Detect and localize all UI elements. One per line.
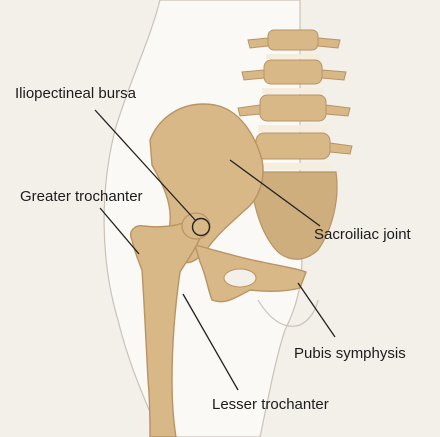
label-greater-trochanter: Greater trochanter [20, 188, 143, 205]
obturator-foramen [224, 269, 256, 287]
femoral-head [182, 213, 210, 239]
label-iliopectineal-bursa: Iliopectineal bursa [15, 85, 136, 102]
label-sacroiliac-joint: Sacroiliac joint [314, 226, 411, 243]
label-lesser-trochanter: Lesser trochanter [212, 396, 329, 413]
label-pubis-symphysis: Pubis symphysis [294, 345, 406, 362]
